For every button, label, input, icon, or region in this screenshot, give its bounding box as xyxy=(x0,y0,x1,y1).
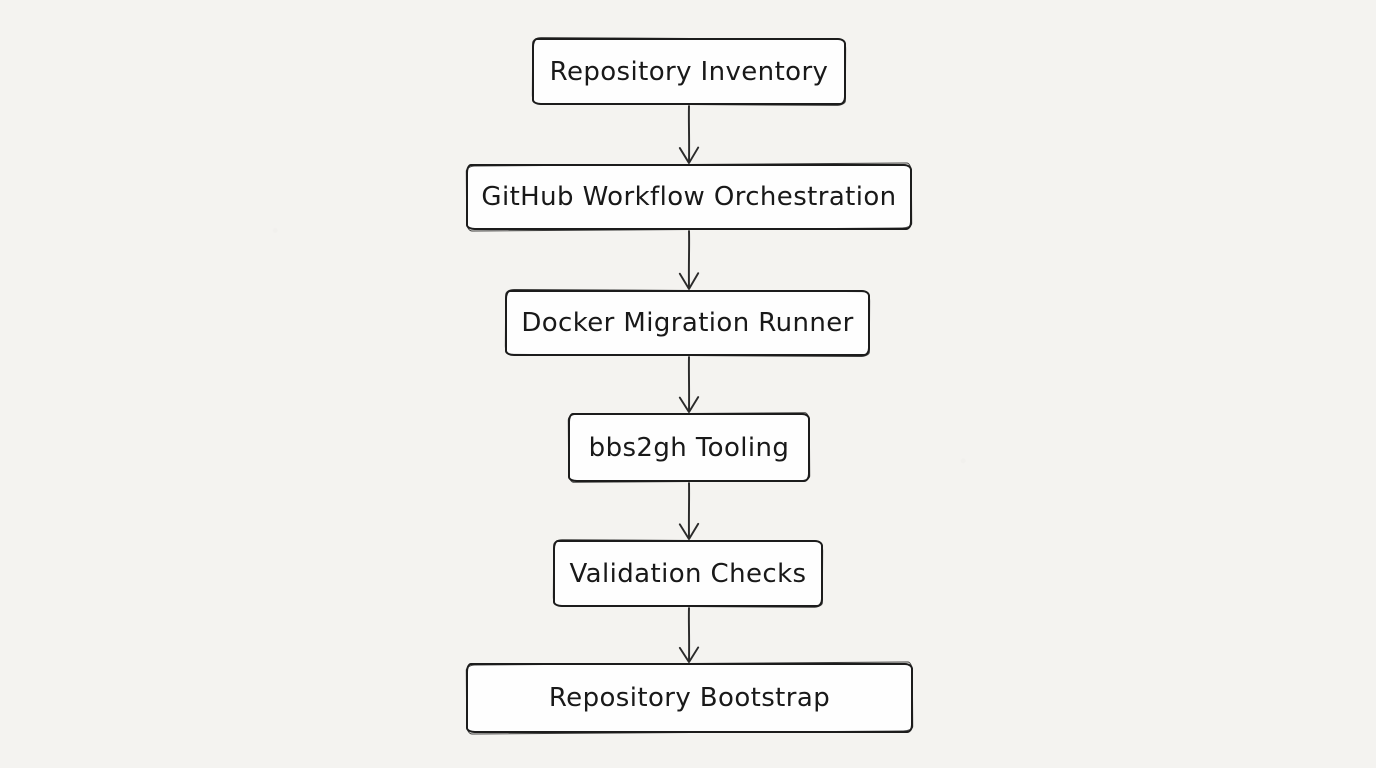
flow-node-validation-checks: Validation Checks xyxy=(553,540,823,607)
flow-node-label: Repository Inventory xyxy=(549,56,829,87)
flow-node-github-workflow-orchestration: GitHub Workflow Orchestration xyxy=(466,164,912,230)
flow-arrow xyxy=(678,230,700,290)
flow-node-label: bbs2gh Tooling xyxy=(588,432,790,463)
flow-arrow xyxy=(678,356,700,413)
flow-arrow xyxy=(678,607,700,663)
flow-node-label: Validation Checks xyxy=(569,558,807,589)
flow-node-label: GitHub Workflow Orchestration xyxy=(481,182,897,212)
flow-node-label: Repository Bootstrap xyxy=(548,683,831,713)
flow-node-bbs2gh-tooling: bbs2gh Tooling xyxy=(568,413,810,482)
flow-node-repository-inventory: Repository Inventory xyxy=(532,38,846,105)
flow-arrow xyxy=(678,482,700,540)
flow-node-label: Docker Migration Runner xyxy=(521,308,854,338)
flow-node-repository-bootstrap: Repository Bootstrap xyxy=(466,663,913,733)
flow-arrow xyxy=(678,105,700,164)
flow-node-docker-migration-runner: Docker Migration Runner xyxy=(505,290,870,356)
